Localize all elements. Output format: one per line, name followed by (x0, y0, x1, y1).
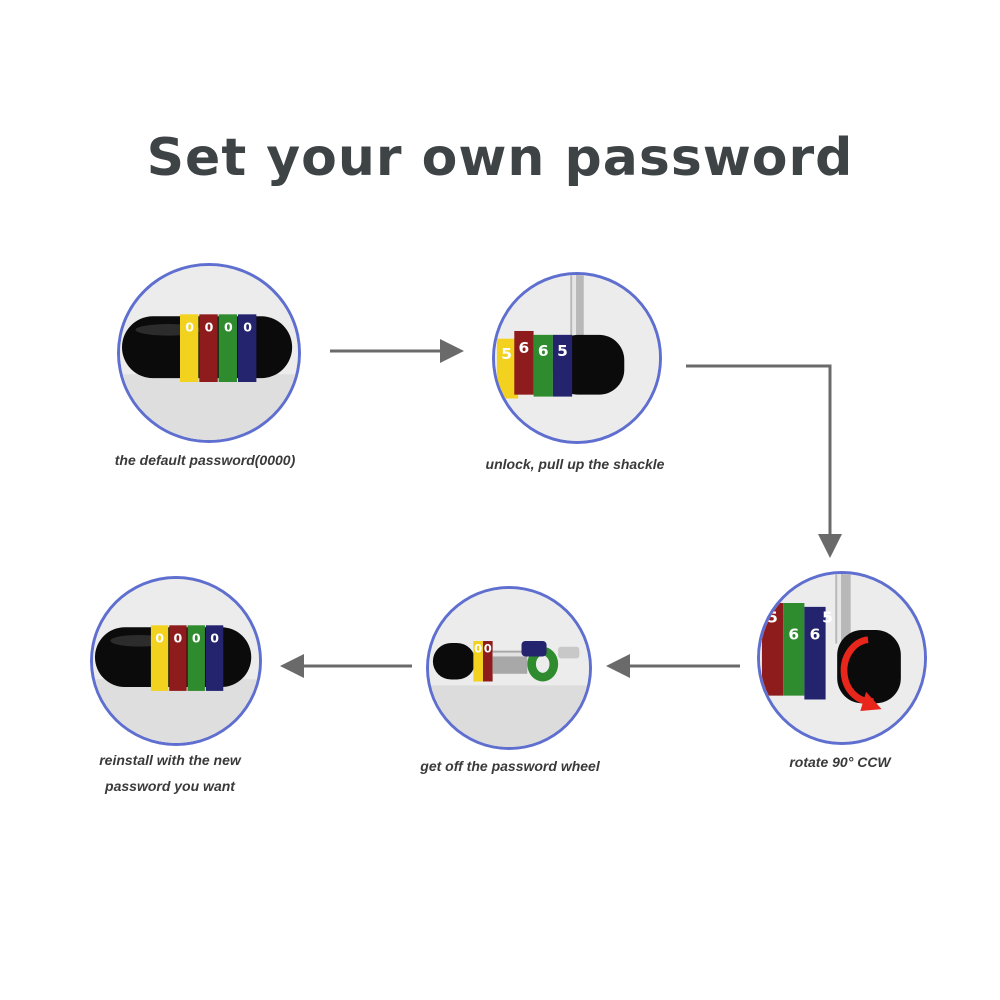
arrow-step2-to-step3 (686, 364, 842, 558)
step1-caption: the default password(0000) (114, 452, 296, 468)
rotate-ccw-arrow-icon (840, 636, 875, 705)
step1-lock-image: 0 0 0 0 (117, 263, 301, 443)
step5-lock-image: 0 0 0 0 (90, 576, 262, 746)
wheel-digit: 0 (243, 320, 252, 335)
wheel-digit: 6 (519, 339, 530, 357)
wheel-digit: 5 (557, 342, 568, 360)
step3-lock-image: 5 6 6 5 (757, 571, 927, 745)
step5-caption-line1: reinstall with the new (99, 752, 241, 768)
step2-lock-image: 5 6 6 5 (492, 272, 662, 444)
wheel-digit: 5 (822, 608, 833, 626)
wheel-digit: 0 (224, 320, 233, 335)
wheel-digit: 0 (474, 642, 482, 656)
step5-caption: reinstall with the new password you want (70, 747, 270, 799)
wheel-digit: 6 (810, 626, 821, 644)
wheel-digit: 0 (205, 320, 214, 335)
wheel-digit: 0 (155, 631, 164, 646)
step4-caption: get off the password wheel (420, 758, 600, 774)
wheel-digit: 0 (192, 631, 201, 646)
wheel-digit: 0 (210, 631, 219, 646)
wheel-digit: 0 (484, 642, 492, 656)
wheel-digit: 5 (501, 345, 512, 363)
step5-caption-line2: password you want (105, 778, 235, 794)
step3-caption: rotate 90° CCW (789, 754, 891, 770)
page-title: Set your own password (146, 128, 854, 188)
wheel-digit: 6 (788, 626, 799, 644)
wheel-digit: 0 (174, 631, 183, 646)
step4-lock-image: 0 0 (426, 586, 592, 750)
wheel-digit: 5 (767, 608, 778, 626)
wheel-digit: 6 (538, 342, 549, 360)
step2-caption: unlock, pull up the shackle (485, 456, 665, 472)
wheel-digit: 0 (185, 320, 194, 335)
